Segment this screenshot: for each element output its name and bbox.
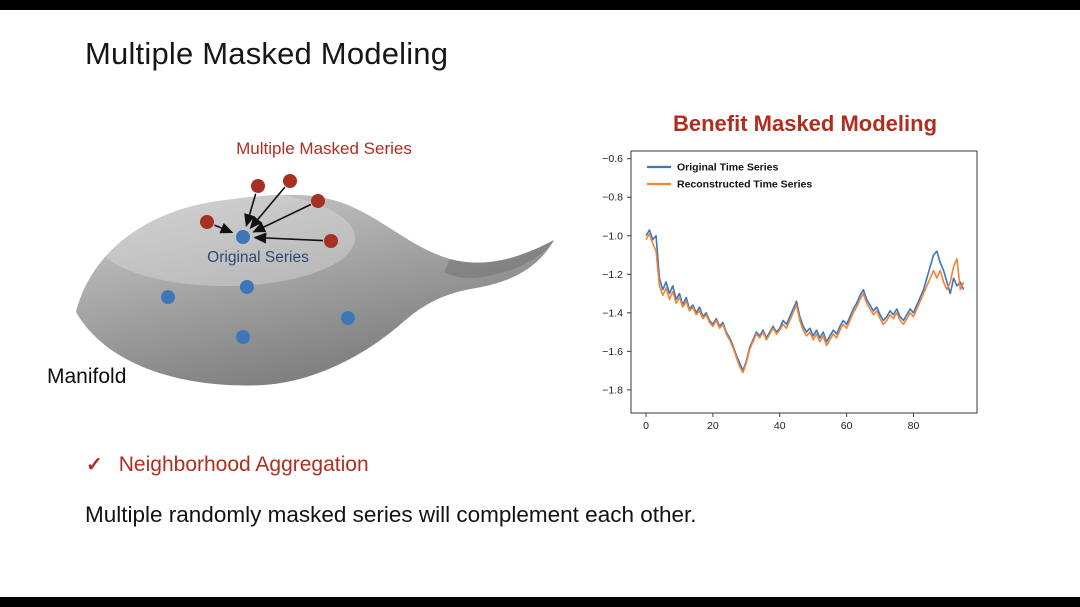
checkmark-icon: ✓ xyxy=(86,454,103,476)
manifold-fold-shadow xyxy=(444,240,554,279)
y-tick-label: −1.4 xyxy=(602,307,623,319)
masked-series-dot xyxy=(283,174,297,188)
bullet-text: Neighborhood Aggregation xyxy=(118,453,369,476)
aggregation-arrows xyxy=(214,186,324,244)
caption-text: Multiple randomly masked series will com… xyxy=(85,502,697,527)
series-line xyxy=(645,233,965,374)
slide-title: Multiple Masked Modeling xyxy=(85,36,449,71)
chart-title: Benefit Masked Modeling xyxy=(672,111,938,136)
masked-series-dot xyxy=(200,215,214,229)
bottom-letterbox-bar xyxy=(0,597,1080,607)
x-tick-label: 40 xyxy=(774,420,786,432)
top-letterbox-bar xyxy=(0,0,1080,10)
checklist-row: ✓ Neighborhood Aggregation xyxy=(86,452,369,477)
x-tick-label: 0 xyxy=(643,420,649,432)
aggregation-arrow xyxy=(244,193,257,228)
original-series-dot xyxy=(236,230,250,244)
legend-label: Reconstructed Time Series xyxy=(677,179,812,191)
benefit-chart-svg: −0.6 −0.8 −1.0 −1.2 −1.4 −1.6 −1.8 0 20 40 60 80 Ori… xyxy=(602,150,978,432)
aggregation-arrow xyxy=(249,186,286,230)
masked-series-dots xyxy=(200,174,338,248)
neighbor-dot xyxy=(240,280,254,294)
masked-series-dot xyxy=(251,179,265,193)
aggregation-arrow xyxy=(214,222,234,234)
neighbor-dots xyxy=(161,230,355,344)
legend-label: Original Time Series xyxy=(677,162,779,174)
masked-series-dot xyxy=(311,194,325,208)
y-tick-label: −0.6 xyxy=(602,153,623,165)
series-line xyxy=(645,229,965,372)
x-tick-label: 20 xyxy=(707,420,719,432)
manifold-diagram xyxy=(76,174,554,386)
neighbor-dot xyxy=(161,290,175,304)
plot-frame xyxy=(630,150,978,414)
y-tick-label: −1.8 xyxy=(602,384,623,396)
y-tick-label: −1.2 xyxy=(602,269,623,281)
aggregation-arrow xyxy=(253,232,324,244)
neighbor-dot xyxy=(341,311,355,325)
x-tick-label: 60 xyxy=(841,420,853,432)
manifold-surface xyxy=(76,194,554,386)
y-tick-label: −0.8 xyxy=(602,192,623,204)
manifold-label: Manifold xyxy=(47,365,127,388)
y-tick-label: −1.0 xyxy=(602,230,623,242)
aggregation-arrow xyxy=(252,203,312,233)
y-tick-label: −1.6 xyxy=(602,346,623,358)
neighbor-dot xyxy=(236,330,250,344)
masked-series-dot xyxy=(324,234,338,248)
x-tick-label: 80 xyxy=(908,420,920,432)
masked-series-label: Multiple Masked Series xyxy=(236,139,412,158)
